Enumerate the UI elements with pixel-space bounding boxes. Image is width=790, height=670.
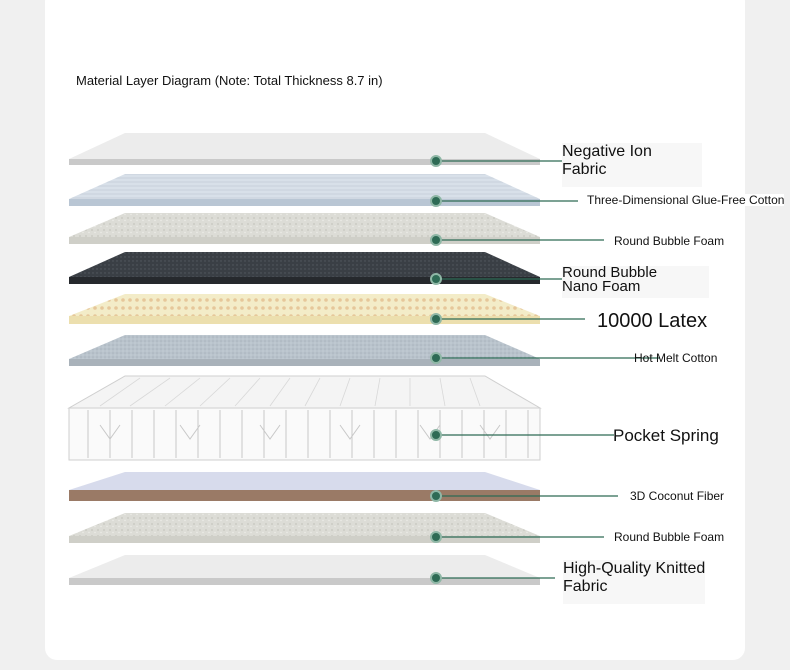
layer-label-negative-ion-fabric: Negative Ion Fabric <box>562 143 702 187</box>
layer-coconut-fiber <box>69 472 540 501</box>
markers <box>430 155 442 584</box>
layer-round-bubble-foam-bottom <box>69 513 540 543</box>
marker-dot <box>430 429 442 441</box>
layer-nano-foam <box>69 252 540 284</box>
marker-dot <box>430 352 442 364</box>
marker-dot <box>430 273 442 285</box>
layer-label-round-bubble-foam-bottom: Round Bubble Foam <box>614 530 725 544</box>
layer-round-bubble-foam-top <box>69 213 540 244</box>
layer-label-glue-free-cotton: Three-Dimensional Glue-Free Cotton <box>587 193 785 207</box>
marker-dot <box>430 155 442 167</box>
marker-dot <box>430 234 442 246</box>
marker-dot <box>430 313 442 325</box>
layer-label-round-bubble-foam-top: Round Bubble Foam <box>614 234 725 248</box>
layer-label-coconut-fiber: 3D Coconut Fiber <box>630 489 725 503</box>
layer-label-nano-foam: Round Bubble Nano Foam <box>562 265 710 298</box>
layer-label-pocket-spring: Pocket Spring <box>613 426 719 445</box>
layer-hot-melt-cotton <box>69 335 540 366</box>
marker-dot <box>430 572 442 584</box>
marker-dot <box>430 531 442 543</box>
layer-label-hot-melt-cotton: Hot Melt Cotton <box>634 351 718 365</box>
layer-label-knitted-fabric: High-Quality Knitted Fabric <box>563 560 706 604</box>
layer-latex <box>69 294 540 324</box>
layer-knitted-fabric <box>69 555 540 585</box>
layer-pocket-spring <box>67 375 542 461</box>
marker-dot <box>430 490 442 502</box>
layer-label-latex: 10000 Latex <box>597 310 708 332</box>
layer-glue-free-cotton <box>69 174 540 206</box>
marker-dot <box>430 195 442 207</box>
layer-negative-ion-fabric <box>69 133 540 165</box>
diagram-title: Material Layer Diagram (Note: Total Thic… <box>76 73 383 88</box>
